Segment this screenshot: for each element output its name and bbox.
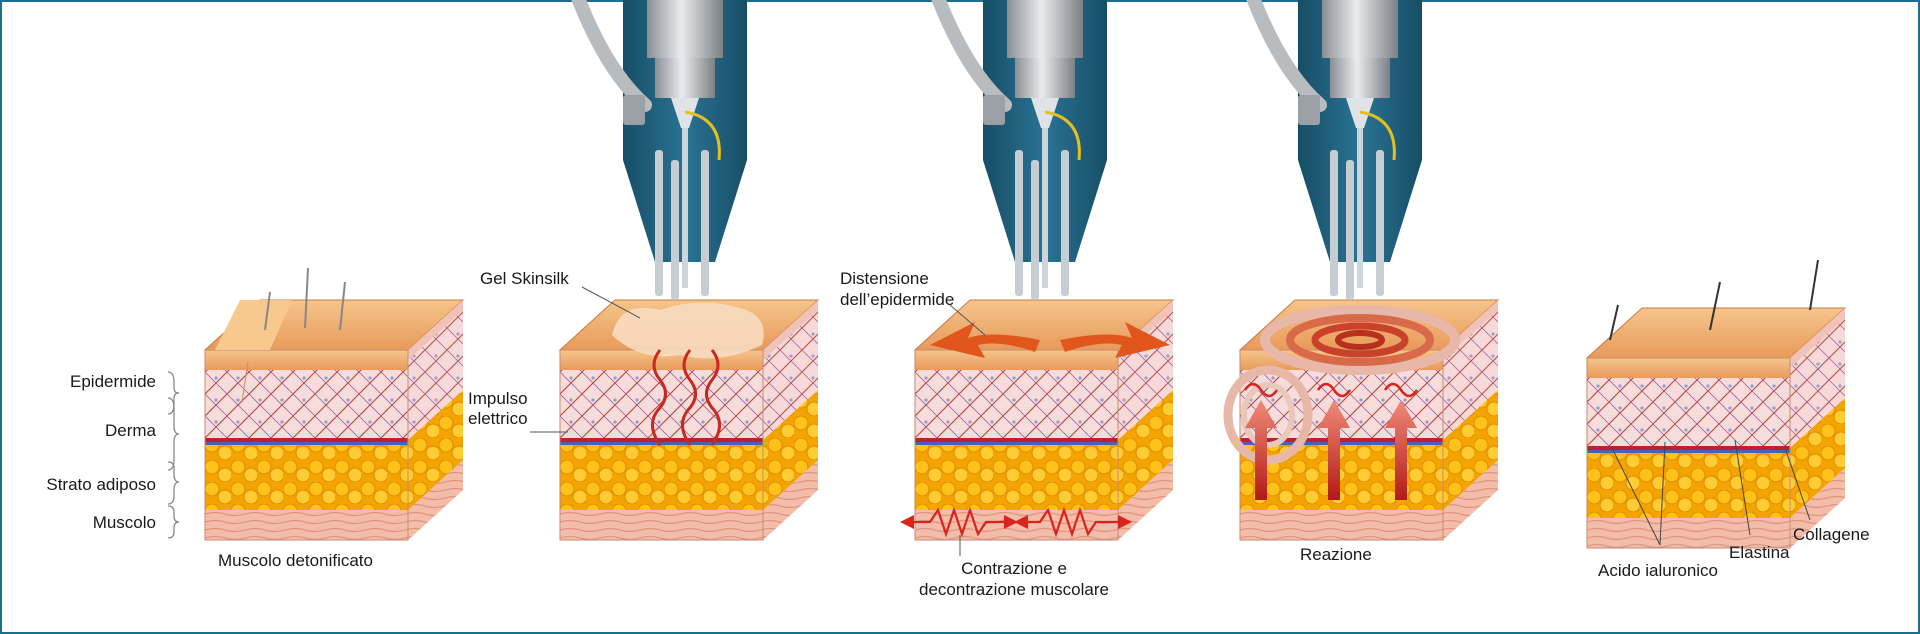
- skin-block-1: [204, 267, 464, 541]
- leader-gel: [581, 286, 641, 319]
- label-contrazione-line2: decontrazione muscolare: [919, 580, 1109, 599]
- label-strato-adiposo: Strato adiposo: [46, 475, 156, 494]
- hair: [339, 281, 346, 331]
- stretch-arrows: [930, 322, 1170, 358]
- leader-distensione: [949, 304, 986, 336]
- label-elastina: Elastina: [1729, 543, 1790, 562]
- label-collagene: Collagene: [1793, 525, 1870, 544]
- device-2: [575, 0, 747, 300]
- label-derma: Derma: [105, 421, 157, 440]
- leaders-panel5: [1611, 439, 1811, 546]
- device-3: [935, 0, 1107, 300]
- hair: [264, 291, 271, 331]
- layer-brackets: [167, 371, 180, 539]
- label-epidermide: Epidermide: [70, 372, 156, 391]
- label-reazione: Reazione: [1300, 545, 1372, 564]
- label-gel-skinsilk: Gel Skinsilk: [480, 269, 569, 288]
- label-distensione-line2: dell’epidermide: [840, 290, 954, 309]
- label-muscolo-detonificato: Muscolo detonificato: [218, 551, 373, 570]
- label-distensione-line1: Distensione: [840, 269, 929, 288]
- reaction-rings: [1223, 305, 1460, 465]
- contraction-zigzag-arrows: [900, 506, 1132, 538]
- hair: [304, 267, 309, 329]
- reaction-up-arrows: [1243, 382, 1419, 500]
- electric-impulse-lines: [651, 349, 721, 446]
- label-impulso-line2: elettrico: [468, 409, 528, 428]
- label-acido-ialuronico: Acido ialuronico: [1598, 561, 1718, 580]
- device-4: [1250, 0, 1422, 300]
- hair: [1709, 281, 1721, 331]
- label-contrazione-line1: Contrazione e: [961, 559, 1067, 578]
- label-impulso-line1: Impulso: [468, 389, 528, 408]
- hair: [1609, 304, 1619, 341]
- label-muscolo: Muscolo: [93, 513, 156, 532]
- gel-blob: [612, 302, 764, 359]
- hair: [1809, 259, 1819, 311]
- skin-block-5: [1586, 259, 1846, 549]
